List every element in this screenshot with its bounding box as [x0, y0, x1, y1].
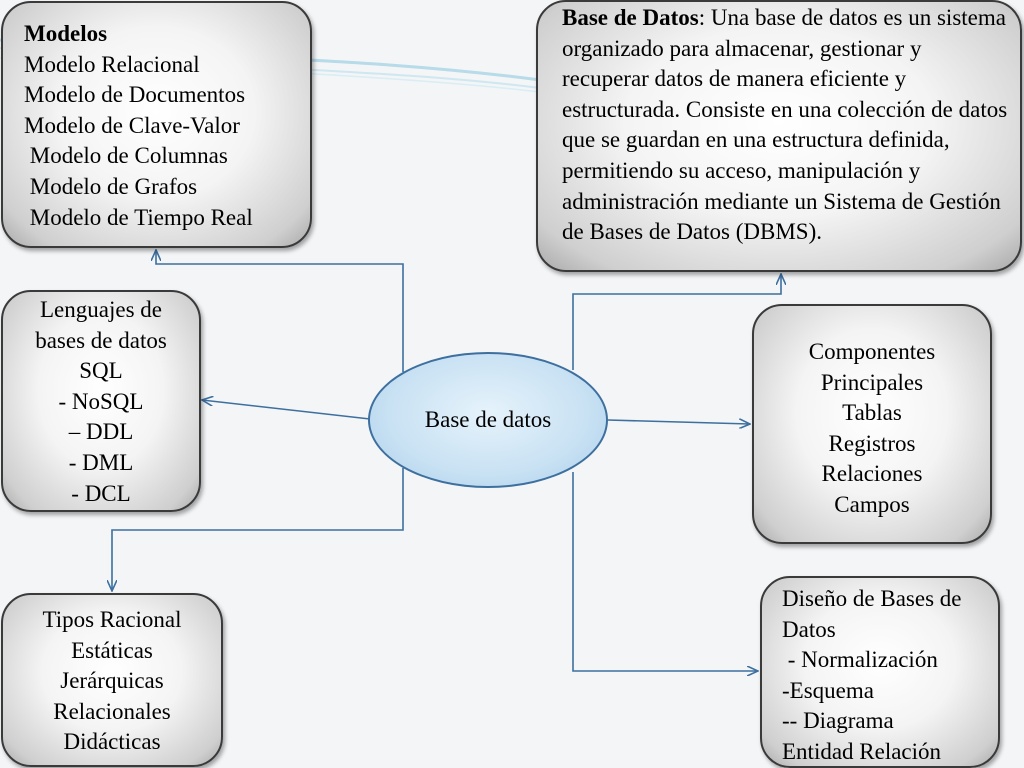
arrow-to-diseno [572, 472, 758, 671]
center-node-label: Base de datos [424, 407, 552, 432]
tipos-box: Tipos Racional Estáticas Jerárquicas Rel… [1, 593, 223, 767]
diseno-line: Diseño de Bases de [782, 586, 962, 611]
lenguajes-line: SQL [79, 358, 123, 384]
componentes-line: Principales [820, 369, 924, 395]
lenguajes-line: - NoSQL [58, 388, 144, 414]
tipos-line: Relacionales [53, 698, 171, 724]
modelos-item: Modelo de Columnas [24, 143, 228, 169]
lenguajes-line: - DCL [71, 480, 131, 506]
definition-term: Base de Datos [562, 5, 699, 30]
diseno-line: Entidad Relación [782, 738, 942, 764]
modelos-item: Modelo Relacional [24, 51, 200, 77]
modelos-item: Modelo de Clave-Valor [24, 112, 240, 138]
definition-text: Base de Datos: Una base de datos es un s… [562, 3, 1010, 248]
arrow-to-componentes [607, 420, 750, 424]
diseno-line: -Esquema [782, 677, 874, 703]
tipos-line: Estáticas [71, 637, 153, 663]
diseno-line: Datos [782, 616, 836, 642]
tipos-line: Didácticas [63, 729, 161, 755]
arrow-to-lenguajes [202, 400, 371, 420]
componentes-line: Componentes [808, 339, 936, 364]
modelos-title: Modelos [24, 21, 108, 46]
componentes-line: Registros [828, 430, 916, 456]
center-node: Base de datos [368, 352, 608, 488]
arrow-to-tipos [112, 468, 404, 591]
diseno-box: Diseño de Bases de Datos - Normalización… [760, 576, 1000, 768]
definition-box: Base de Datos: Una base de datos es un s… [536, 0, 1022, 272]
componentes-line: Relaciones [821, 461, 923, 487]
componentes-line: Campos [834, 491, 910, 517]
modelos-item: Modelo de Tiempo Real [24, 204, 253, 230]
arrow-to-modelos [156, 250, 404, 372]
lenguajes-line: bases de datos [35, 327, 167, 353]
arrow-to-definicion [572, 274, 781, 370]
lenguajes-line: – DDL [68, 419, 134, 445]
diseno-line: - Normalización [782, 647, 938, 673]
lenguajes-box: Lenguajes de bases de datos SQL - NoSQL … [1, 290, 201, 512]
tipos-line: Tipos Racional [42, 607, 182, 632]
tipos-line: Jerárquicas [60, 668, 164, 694]
componentes-box: Componentes Principales Tablas Registros… [752, 304, 992, 544]
diseno-line: -- Diagrama [782, 708, 894, 734]
lenguajes-line: - DML [68, 449, 134, 475]
definition-body: : Una base de datos es un sistema organi… [562, 5, 1008, 245]
modelos-item: Modelo de Documentos [24, 82, 246, 108]
lenguajes-line: Lenguajes de [40, 297, 162, 322]
modelos-item: Modelo de Grafos [24, 173, 198, 199]
componentes-line: Tablas [842, 400, 902, 426]
modelos-box: Modelos Modelo Relacional Modelo de Docu… [1, 1, 312, 248]
